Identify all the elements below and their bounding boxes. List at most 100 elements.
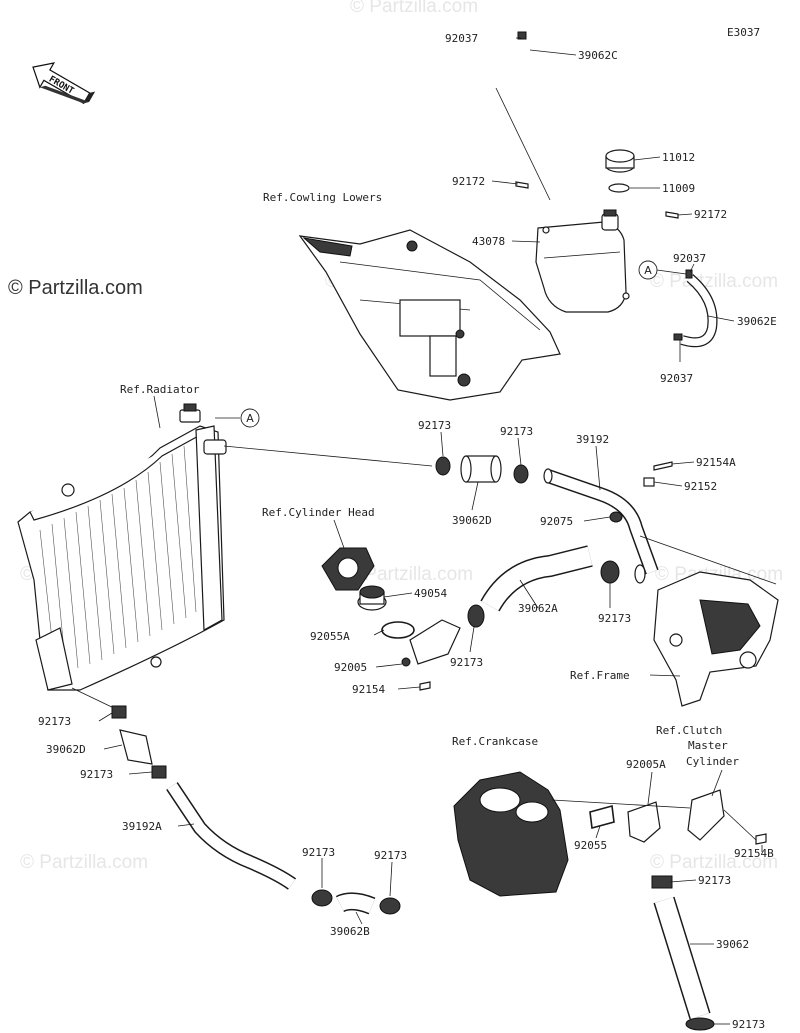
label-43078: 43078 (472, 235, 505, 248)
label-92152: 92152 (684, 480, 717, 493)
label-ref-cylinder-head: Ref.Cylinder Head (262, 506, 375, 519)
fitting-92005A (627, 801, 661, 843)
clamp-92173-9 (651, 875, 673, 889)
clamp-92173-4 (467, 604, 485, 628)
label-39062A: 39062A (518, 602, 558, 615)
clamp-92173-5 (111, 705, 127, 719)
cylinder-head-ref (321, 547, 375, 591)
label-ref-crankcase: Ref.Crankcase (452, 735, 538, 748)
label-92173-3: 92173 (598, 612, 631, 625)
label-39062D-2: 39062D (46, 743, 86, 756)
label-39062B: 39062B (330, 925, 370, 938)
hose-39062D-lower (119, 729, 153, 765)
label-92173-7: 92173 (302, 846, 335, 859)
label-39062: 39062 (716, 938, 749, 951)
label-92005A: 92005A (626, 758, 666, 771)
frame-ref (653, 571, 779, 707)
pipe-39192A (167, 782, 296, 889)
callout-a-1: A (240, 408, 260, 428)
label-92154A: 92154A (696, 456, 736, 469)
radiator-core-fins (39, 445, 197, 677)
label-39062D: 39062D (452, 514, 492, 527)
pipe-39192 (546, 470, 658, 574)
label-92173-4: 92173 (450, 656, 483, 669)
label-92173-1: 92173 (418, 419, 451, 432)
label-11012: 11012 (662, 151, 695, 164)
part-labels: 92037 39062C 11012 11009 92172 92172 Ref… (38, 32, 777, 1031)
label-ref-clutch-3: Cylinder (686, 755, 739, 768)
label-49054: 49054 (414, 587, 447, 600)
label-39192: 39192 (576, 433, 609, 446)
watermark-5: © Partzilla.com (345, 564, 473, 585)
reservoir-tank (535, 209, 630, 313)
callout-a-2: A (638, 260, 658, 280)
callout-a-2-letter: A (644, 264, 652, 277)
label-92037-a: 92037 (673, 252, 706, 265)
clamp-92173-10 (685, 1017, 715, 1031)
watermark-3: © Partzilla.com (650, 271, 778, 292)
label-39062C: 39062C (578, 49, 618, 62)
front-arrow-icon: FRONT (32, 62, 96, 105)
hose-39062 (654, 897, 710, 1019)
label-ref-clutch-1: Ref.Clutch (656, 724, 722, 737)
clip-92037-a (685, 269, 693, 279)
reservoir-hose (510, 10, 574, 215)
bolt-92172-left (515, 181, 529, 189)
radiator (17, 403, 227, 691)
pipe-end (634, 564, 646, 584)
label-92154: 92154 (352, 683, 385, 696)
label-92154B: 92154B (734, 847, 774, 860)
label-92055: 92055 (574, 839, 607, 852)
oring-92075 (609, 511, 623, 523)
leader-lines (98, 37, 777, 1025)
oring-92005 (401, 657, 411, 667)
label-ref-frame: Ref.Frame (570, 669, 630, 682)
label-11009: 11009 (662, 182, 695, 195)
clamp-92173-1 (435, 456, 451, 476)
hose-39062B (336, 893, 375, 914)
callout-a-1-letter: A (246, 412, 254, 425)
clamp-92173-7 (311, 889, 333, 907)
label-92172-left: 92172 (452, 175, 485, 188)
clip-92037-b (673, 333, 683, 341)
label-92037-b: 92037 (660, 372, 693, 385)
label-92173-6: 92173 (80, 768, 113, 781)
label-92005: 92005 (334, 661, 367, 674)
label-92055A: 92055A (310, 630, 350, 643)
hose-39062A (481, 546, 593, 611)
hose-clip-top (517, 31, 527, 40)
cap-gasket (608, 183, 630, 193)
label-39192A: 39192A (122, 820, 162, 833)
clamp-92173-3 (600, 560, 620, 584)
cowling-lower (298, 229, 561, 401)
crankcase-ref (453, 771, 569, 897)
label-92173-10: 92173 (732, 1018, 765, 1031)
hose-39062D (460, 455, 502, 483)
label-92173-5: 92173 (38, 715, 71, 728)
watermark-8: © Partzilla.com (650, 852, 778, 873)
label-92075: 92075 (540, 515, 573, 528)
label-ref-radiator: Ref.Radiator (120, 383, 200, 396)
watermark-1: © Partzilla.com (350, 0, 478, 17)
brand-logo: © Partzilla.com (8, 277, 143, 299)
label-ref-cowling: Ref.Cowling Lowers (263, 191, 382, 204)
bolt-92154A (653, 461, 673, 471)
label-92173-8: 92173 (374, 849, 407, 862)
clutch-master-cylinder-ref (687, 789, 725, 841)
label-92037-top: 92037 (445, 32, 478, 45)
bolt-92154B (755, 833, 767, 845)
clamp-92173-8 (379, 897, 401, 915)
label-92173-2: 92173 (500, 425, 533, 438)
watermark-7: © Partzilla.com (20, 852, 148, 873)
breather-hose (680, 275, 717, 346)
label-ref-clutch-2: Master (688, 739, 728, 752)
clamp-92173-6 (151, 765, 167, 779)
bolt-92154 (419, 681, 431, 691)
thermostat-49054 (357, 585, 387, 611)
label-39062E: 39062E (737, 315, 777, 328)
clamp-92173-2 (513, 464, 529, 484)
washer-92152 (643, 477, 655, 487)
gasket-92055 (589, 804, 615, 830)
label-92173-9: 92173 (698, 874, 731, 887)
